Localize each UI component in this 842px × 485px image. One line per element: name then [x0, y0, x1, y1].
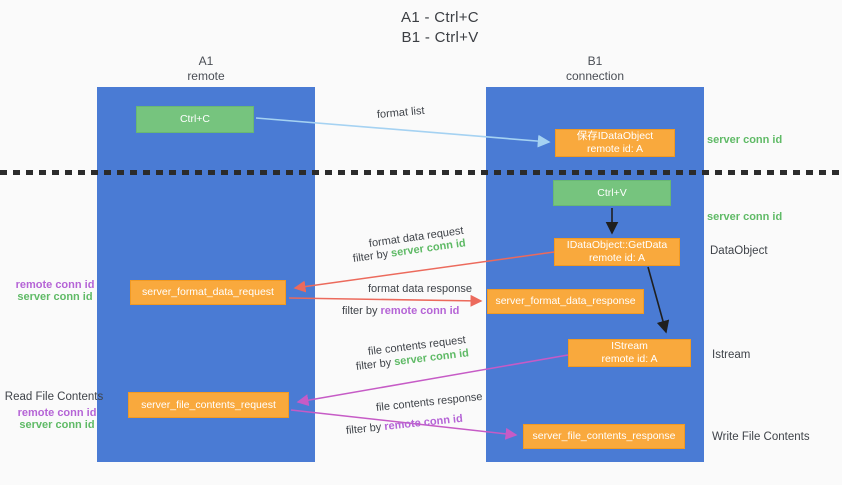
istream-line1: IStream: [611, 340, 648, 352]
filter-by-text: filter by: [352, 247, 392, 265]
remote-conn-id-key: remote conn id: [380, 305, 460, 317]
istream-side-label: Istream: [712, 349, 751, 361]
getdata-node: IDataObject::GetData remote id: A: [554, 238, 680, 266]
istream-node: IStream remote id: A: [568, 339, 691, 367]
lane-header-b1: B1 connection: [486, 54, 704, 84]
format-list-label: format list: [376, 104, 426, 121]
read-file-contents-label: Read File Contents: [4, 391, 104, 403]
left-remote-conn-id-1: remote conn id: [15, 279, 95, 291]
server-format-data-response-label: server_format_data_response: [495, 295, 636, 307]
save-dataobject-node: 保存IDataObject remote id: A: [555, 129, 675, 157]
filter-by-text: filter by: [345, 421, 385, 437]
server-conn-id-top-label: server conn id: [707, 134, 783, 146]
dataobject-label: DataObject: [710, 245, 768, 257]
ctrl-c-node: Ctrl+C: [136, 106, 254, 133]
format-data-response-filter-label: filter by remote conn id: [342, 305, 459, 317]
getdata-line2: remote id: A: [588, 252, 646, 264]
istream-line2: remote id: A: [601, 353, 658, 365]
lane-a1-subtitle: remote: [187, 69, 225, 83]
lane-b1-name: B1: [587, 54, 603, 68]
server-conn-id-mid-label: server conn id: [707, 211, 783, 223]
file-contents-response-filter-label: filter by remote conn id: [345, 413, 463, 437]
title-line-1: A1 - Ctrl+C: [401, 9, 479, 26]
server-file-contents-response-label: server_file_contents_response: [532, 430, 676, 442]
server-format-data-response-node: server_format_data_response: [487, 289, 644, 314]
save-dataobject-line2: remote id: A: [586, 143, 644, 155]
ctrl-v-node: Ctrl+V: [553, 180, 671, 206]
lane-header-a1: A1 remote: [97, 54, 315, 84]
ctrl-v-label: Ctrl+V: [597, 186, 627, 199]
phase-separator-line: [0, 170, 842, 175]
getdata-line1: IDataObject::GetData: [566, 239, 668, 251]
format-data-response-label: format data response: [368, 283, 472, 295]
left-remote-conn-id-2: remote conn id: [17, 407, 97, 419]
filter-by-text: filter by: [355, 356, 395, 373]
filter-by-text: filter by: [342, 305, 381, 317]
write-file-contents-label: Write File Contents: [712, 431, 810, 443]
left-server-conn-id-1: server conn id: [17, 291, 93, 303]
server-format-data-request-node: server_format_data_request: [130, 280, 286, 305]
left-server-conn-id-2: server conn id: [19, 419, 95, 431]
title-line-2: B1 - Ctrl+V: [401, 29, 479, 46]
format-data-response-arrow: [288, 294, 483, 307]
server-format-data-request-label: server_format_data_request: [142, 286, 274, 298]
server-file-contents-request-node: server_file_contents_request: [128, 392, 289, 418]
server-file-contents-request-label: server_file_contents_request: [141, 398, 276, 411]
save-dataobject-line1: 保存IDataObject: [576, 130, 654, 142]
ctrl-c-label: Ctrl+C: [179, 113, 211, 125]
lane-a1-name: A1: [198, 54, 214, 68]
diagram-title: A1 - Ctrl+C B1 - Ctrl+V: [320, 8, 560, 48]
lane-b1-subtitle: connection: [565, 69, 625, 83]
remote-conn-id-key: remote conn id: [383, 412, 464, 433]
server-file-contents-response-node: server_file_contents_response: [523, 424, 685, 449]
file-contents-response-label: file contents response: [375, 390, 484, 414]
